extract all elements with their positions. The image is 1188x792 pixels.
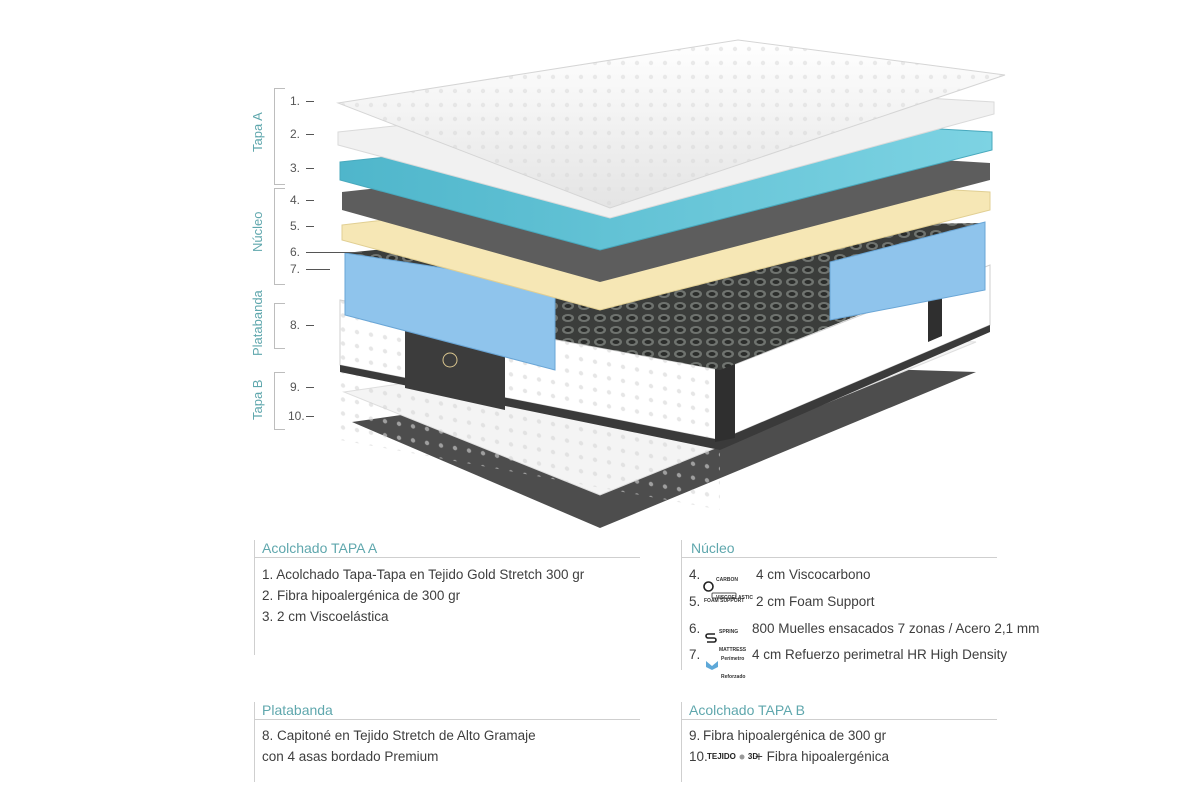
layer-7-perimeter-right bbox=[829, 221, 986, 321]
bracket-nucleo bbox=[274, 188, 285, 285]
section-divider bbox=[254, 702, 255, 782]
leader-line-6 bbox=[306, 252, 362, 253]
logo-text: TEJIDO bbox=[707, 752, 736, 761]
layer-number-3: 3. bbox=[290, 161, 301, 175]
bracket-tapa-b bbox=[274, 372, 285, 430]
tejido-3d-icon: TEJIDO 3D bbox=[707, 752, 758, 761]
foam-support-icon: FOAM SUPPORT bbox=[704, 591, 744, 604]
section-title-tapa-a: Acolchado TAPA A bbox=[262, 540, 378, 556]
section-divider bbox=[681, 540, 682, 670]
nucleo-item-6-number: 6. bbox=[689, 621, 701, 636]
logo-text: Perímetro bbox=[721, 656, 745, 662]
layer-number-9: 9. bbox=[290, 380, 301, 394]
platabanda-item-line-1: 8. Capitoné en Tejido Stretch de Alto Gr… bbox=[262, 728, 536, 743]
section-rule bbox=[254, 719, 640, 720]
nucleo-item-4-text: 4 cm Viscocarbono bbox=[756, 567, 871, 582]
mattress-bottom-edge bbox=[340, 325, 990, 450]
section-divider bbox=[254, 540, 255, 655]
tapa-a-item-2: 2. Fibra hipoalergénica de 300 gr bbox=[262, 588, 461, 603]
section-rule bbox=[254, 557, 640, 558]
tapa-b-item-9-text: Fibra hipoalergénica de 300 gr bbox=[703, 728, 887, 743]
tapa-a-item-3: 3. 2 cm Viscoelástica bbox=[262, 609, 389, 624]
layer-number-8: 8. bbox=[290, 318, 301, 332]
leader-line-4 bbox=[306, 200, 314, 201]
logo-text: Reforzado bbox=[721, 674, 746, 680]
nucleo-item-6-text: 800 Muelles ensacados 7 zonas / Acero 2,… bbox=[752, 621, 1040, 636]
leader-line-8 bbox=[306, 325, 314, 326]
tapa-a-item-1: 1. Acolchado Tapa-Tapa en Tejido Gold St… bbox=[262, 567, 585, 582]
layer-number-10: 10. bbox=[288, 409, 305, 423]
tapa-b-item-9-number: 9. bbox=[689, 728, 701, 743]
section-rule bbox=[681, 557, 997, 558]
nucleo-item-4-number: 4. bbox=[689, 567, 701, 582]
layer-number-6: 6. bbox=[290, 245, 301, 259]
nucleo-item-7-number: 7. bbox=[689, 647, 701, 662]
platabanda-item-line-2: con 4 asas bordado Premium bbox=[262, 749, 439, 764]
layer-number-7: 7. bbox=[290, 262, 301, 276]
layer-number-5: 5. bbox=[290, 219, 301, 233]
bracket-platabanda bbox=[274, 303, 285, 349]
section-title-platabanda: Platabanda bbox=[262, 702, 333, 718]
leader-line-10 bbox=[306, 416, 314, 417]
nucleo-item-5-text: 2 cm Foam Support bbox=[756, 594, 875, 609]
logo-text: FOAM SUPPORT bbox=[704, 598, 745, 604]
logo-text: CARBON bbox=[716, 577, 738, 583]
group-label-tapa-a: Tapa A bbox=[250, 112, 265, 152]
nucleo-item-5-number: 5. bbox=[689, 594, 701, 609]
nucleo-item-7-text: 4 cm Refuerzo perimetral HR High Density bbox=[752, 647, 1008, 662]
leader-line-5 bbox=[306, 226, 314, 227]
logo-text: MATTRESS bbox=[719, 647, 747, 653]
group-label-nucleo: Núcleo bbox=[250, 211, 265, 252]
spring-mattress-icon: SPRING MATTRESS bbox=[705, 620, 746, 656]
tapa-b-item-10-text: + Fibra hipoalergénica bbox=[755, 749, 889, 764]
leader-line-1 bbox=[306, 101, 314, 102]
layer-number-2: 2. bbox=[290, 127, 301, 141]
leader-line-9 bbox=[306, 387, 314, 388]
group-label-tapa-b: Tapa B bbox=[250, 379, 265, 420]
leader-line-2 bbox=[306, 134, 314, 135]
section-title-tapa-b: Acolchado TAPA B bbox=[689, 702, 805, 718]
brand-crest-icon bbox=[442, 352, 458, 368]
group-label-platabanda: Platabanda bbox=[250, 290, 265, 356]
tapa-b-item-10-number: 10. bbox=[689, 749, 708, 764]
section-title-nucleo: Núcleo bbox=[691, 540, 735, 556]
layer-number-4: 4. bbox=[290, 193, 301, 207]
section-divider bbox=[681, 702, 682, 782]
section-rule bbox=[681, 719, 997, 720]
bracket-tapa-a bbox=[274, 88, 285, 185]
handle-front bbox=[715, 364, 735, 442]
logo-text: SPRING bbox=[719, 629, 739, 635]
layer-number-1: 1. bbox=[290, 94, 301, 108]
logo-text: 3D bbox=[747, 752, 759, 761]
leader-line-3 bbox=[306, 168, 314, 169]
leader-line-7 bbox=[306, 269, 330, 270]
